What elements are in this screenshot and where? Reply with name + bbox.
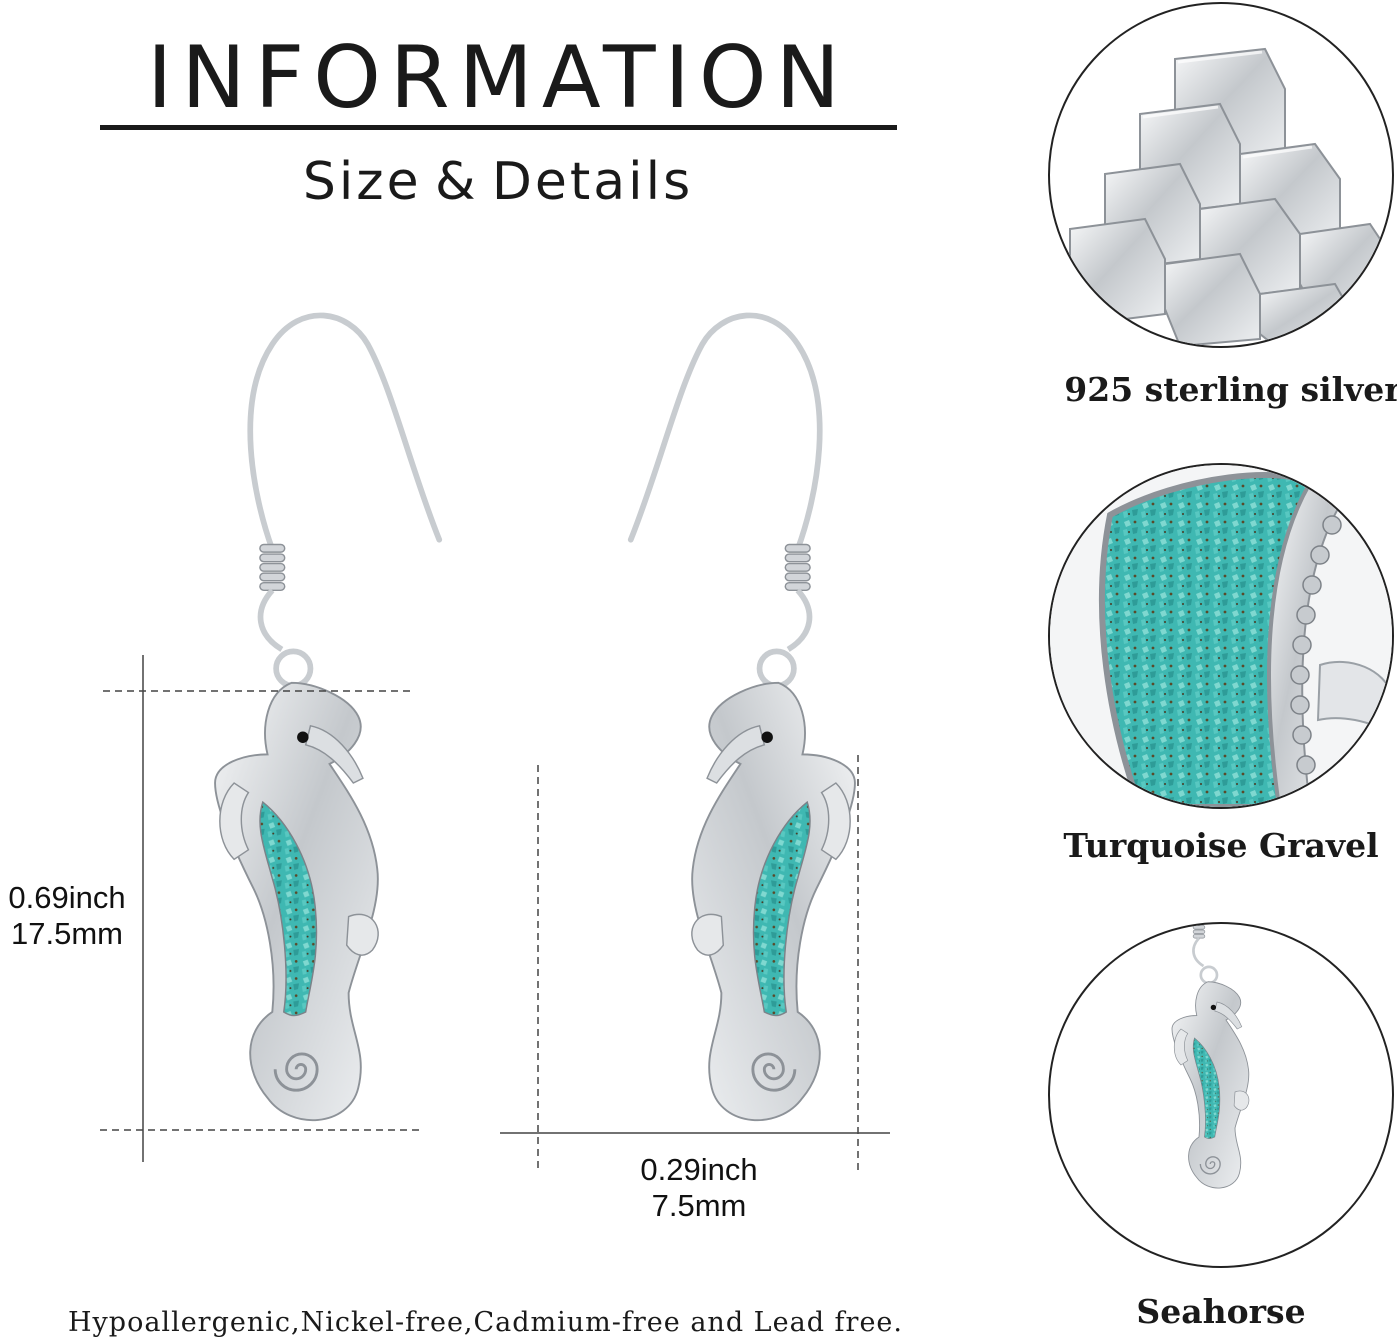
page-title: INFORMATION [147, 28, 849, 128]
height-dimension-lines [100, 655, 420, 1162]
height-label: 0.69inch 17.5mm [0, 880, 134, 952]
height-mm-text: 17.5mm [11, 916, 123, 951]
footer-note: Hypoallergenic,Nickel-free,Cadmium-free … [68, 1307, 903, 1338]
width-mm-text: 7.5mm [651, 1188, 747, 1223]
silver-bars-icon [1069, 47, 1391, 346]
title-divider [100, 125, 897, 130]
width-label: 0.29inch 7.5mm [599, 1152, 799, 1224]
turquoise-closeup-icon [1050, 465, 1392, 807]
feature-label-silver: 925 sterling silver [1064, 370, 1397, 409]
seahorse-circle [1048, 922, 1394, 1268]
page-subtitle: Size & Details [302, 152, 694, 212]
turquoise-closeup-circle [1048, 463, 1394, 809]
silver-bars-circle [1048, 2, 1394, 348]
seahorse-icon [1170, 924, 1280, 1190]
height-inch-text: 0.69inch [8, 880, 126, 915]
width-dimension-lines [500, 755, 890, 1175]
feature-label-seahorse: Seahorse [1136, 1292, 1306, 1331]
width-inch-text: 0.29inch [640, 1152, 758, 1187]
feature-label-turquoise: Turquoise Gravel [1063, 826, 1379, 865]
